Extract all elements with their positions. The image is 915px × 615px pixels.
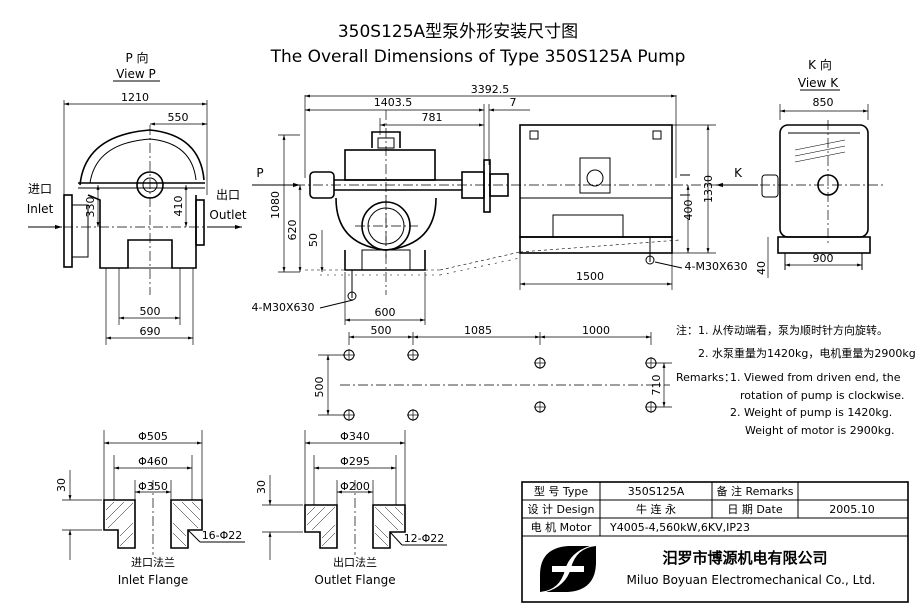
- tb-motor-label: 电 机 Motor: [531, 520, 592, 534]
- outlet-flange: Φ340 Φ295 Φ200 30 12-Φ22 出口法兰 Outlet Fla…: [255, 430, 447, 587]
- inlet-d505: Φ505: [138, 430, 168, 443]
- remarks-en-1b: rotation of pump is clockwise.: [740, 389, 904, 402]
- dim-plan-500: 500: [371, 324, 392, 337]
- inlet-bolts: 16-Φ22: [202, 529, 243, 542]
- view-p-cn: P 向: [125, 50, 148, 65]
- remarks-cn-title: 注：: [676, 323, 698, 337]
- title-en: The Overall Dimensions of Type 350S125A …: [270, 47, 686, 67]
- inlet-flange: Φ505 Φ460 Φ350 30 16-Φ22 进口法兰 Inlet Flan…: [55, 430, 245, 587]
- dim-1080: 1080: [269, 191, 282, 219]
- inlet-d460: Φ460: [138, 455, 168, 468]
- remarks-cn-2: 2. 水泵重量为1420kg，电机重量为2900kg。: [698, 346, 915, 360]
- inlet-thick: 30: [55, 478, 68, 492]
- outlet-d295: Φ295: [340, 455, 370, 468]
- inlet-flange-en: Inlet Flange: [118, 573, 189, 587]
- foundation-hatch: [305, 239, 681, 276]
- dim-900: 900: [813, 252, 834, 265]
- remarks-en-2b: Weight of motor is 2900kg.: [745, 424, 895, 437]
- view-p-en: View P: [116, 67, 156, 81]
- dim-330: 330: [84, 197, 97, 218]
- dim-850: 850: [813, 96, 834, 109]
- remarks-en-2a: 2. Weight of pump is 1420kg.: [730, 406, 892, 419]
- dim-plan-1085: 1085: [464, 324, 492, 337]
- dim-3392: 3392.5: [471, 83, 510, 96]
- tb-date-label: 日 期 Date: [727, 503, 783, 516]
- remarks-cn-1: 1. 从传动端看，泵为顺时针方向旋转。: [698, 323, 888, 337]
- outlet-flange-cn: 出口法兰: [333, 555, 377, 569]
- dim-plan-500v: 500: [313, 377, 326, 398]
- dim-1330: 1330: [702, 175, 715, 203]
- arrow-p: P: [256, 166, 263, 180]
- inlet-en: Inlet: [27, 202, 54, 216]
- dim-500-p: 500: [140, 305, 161, 318]
- tb-remarks-label: 备 注 Remarks: [717, 484, 794, 498]
- outlet-en: Outlet: [209, 208, 246, 222]
- inlet-cn: 进口: [28, 182, 52, 196]
- remarks-en-title: Remarks：: [676, 371, 735, 384]
- title-cn: 350S125A型泵外形安装尺寸图: [338, 22, 578, 42]
- tb-design-value: 牛 连 永: [636, 502, 676, 516]
- company-logo: [540, 546, 596, 592]
- view-k-cn: K 向: [808, 57, 832, 72]
- tb-motor-value: Y4005-4,560kW,6KV,IP23: [609, 521, 750, 534]
- tb-design-label: 设 计 Design: [528, 503, 595, 516]
- front-view: 3392.5 1403.5 7 781 P: [252, 83, 758, 325]
- dim-50: 50: [307, 233, 320, 247]
- inlet-flange-cn: 进口法兰: [131, 555, 175, 569]
- dim-690: 690: [140, 325, 161, 338]
- dim-1500: 1500: [576, 270, 604, 283]
- dim-410: 410: [172, 196, 185, 217]
- outlet-thick: 30: [255, 480, 268, 494]
- title-block: 型 号 Type 350S125A 备 注 Remarks 设 计 Design…: [521, 481, 909, 603]
- bolt-label-left: 4-M30X630: [252, 301, 315, 314]
- view-k-en: View K: [798, 76, 839, 90]
- view-p: P 向 View P 1210 550 330 410 进口: [27, 50, 247, 345]
- outlet-bolts: 12-Φ22: [404, 532, 445, 545]
- company-en: Miluo Boyuan Electromechanical Co., Ltd.: [627, 573, 876, 587]
- tb-date-value: 2005.10: [829, 503, 875, 516]
- remarks-en-1a: 1. Viewed from driven end, the: [730, 371, 901, 384]
- remarks: 注： 1. 从传动端看，泵为顺时针方向旋转。 2. 水泵重量为1420kg，电机…: [676, 323, 915, 437]
- dim-400: 400: [682, 200, 695, 221]
- dim-1210: 1210: [121, 91, 149, 104]
- tb-type-value: 350S125A: [628, 485, 685, 498]
- dim-600: 600: [375, 306, 396, 319]
- foundation-plan: 500 1085 1000 500 710: [313, 324, 672, 421]
- dim-plan-1000: 1000: [582, 324, 610, 337]
- dim-781: 781: [422, 111, 443, 124]
- dim-620: 620: [286, 220, 299, 241]
- dim-550: 550: [168, 111, 189, 124]
- outlet-flange-en: Outlet Flange: [314, 573, 395, 587]
- outlet-d340: Φ340: [340, 430, 370, 443]
- company-cn: 汨罗市博源机电有限公司: [662, 549, 827, 567]
- arrow-k: K: [734, 166, 743, 180]
- dim-1403: 1403.5: [374, 96, 413, 109]
- dim-plan-710: 710: [650, 375, 663, 396]
- dim-40: 40: [755, 261, 768, 275]
- view-k: K 向 View K 850 900 40: [755, 57, 885, 278]
- bolt-label-right: 4-M30X630: [685, 260, 748, 273]
- outlet-cn: 出口: [216, 188, 240, 202]
- dim-7: 7: [510, 96, 517, 109]
- tb-type-label: 型 号 Type: [534, 484, 588, 498]
